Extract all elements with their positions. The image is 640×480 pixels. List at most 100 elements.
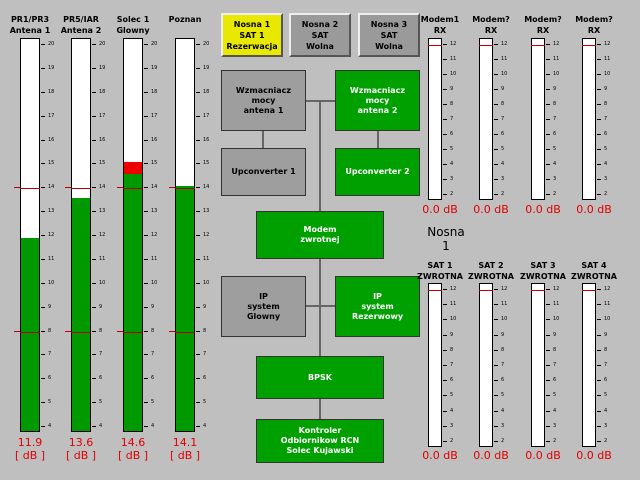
scale-tick: [597, 425, 601, 427]
scale-tick: [92, 402, 96, 404]
scale-label: 8: [604, 101, 608, 107]
scale-label: 6: [604, 377, 608, 384]
meter-title-line: RX: [536, 26, 550, 35]
scale-tick: [144, 402, 148, 404]
scale-label: 10: [450, 316, 457, 323]
threshold-line: [428, 45, 442, 46]
block-upconverter-2[interactable]: Upconverter 2: [335, 148, 420, 196]
scale-tick: [546, 179, 550, 180]
scale-tick: [443, 304, 447, 306]
scale-tick: [494, 319, 498, 321]
scale-tick: [92, 330, 96, 332]
meter-title-line: RX: [484, 26, 498, 35]
scale-tick: [494, 395, 498, 397]
threshold-line: [428, 290, 442, 291]
scale-label: 4: [604, 407, 608, 414]
scale-label: 12: [99, 232, 106, 238]
sat-zwrotna-value-2: 0.0 dB: [473, 449, 509, 462]
threshold-line: [479, 45, 493, 46]
scale-tick: [546, 349, 550, 351]
scale-label: 10: [151, 279, 158, 286]
scale-label: 13: [48, 208, 55, 215]
scale-label: 8: [450, 346, 454, 353]
scale-tick: [546, 89, 550, 90]
scale-label: 17: [151, 112, 158, 119]
scale-label: 8: [501, 101, 505, 107]
scale-tick: [494, 149, 498, 150]
modem-rx-meter-4: [582, 38, 596, 200]
scale-label: 4: [151, 423, 155, 429]
scale-tick: [443, 119, 447, 120]
threshold-marker: [14, 330, 20, 332]
meter-title-line: Modem?: [472, 15, 510, 24]
scale-tick: [443, 410, 447, 412]
scale-tick: [546, 44, 550, 45]
block-upconverter-1[interactable]: Upconverter 1: [221, 148, 306, 196]
scale-tick: [597, 410, 601, 412]
scale-tick: [597, 59, 601, 60]
scale-tick: [41, 211, 45, 213]
scale-label: 13: [203, 208, 210, 215]
scale-tick: [597, 349, 601, 351]
scale-label: 7: [151, 351, 155, 358]
scale-label: 7: [553, 362, 557, 368]
scale-label: 9: [501, 331, 505, 338]
scale-tick: [92, 163, 96, 165]
scale-label: 15: [48, 160, 55, 167]
up2-line: Upconverter 2: [345, 167, 410, 176]
nosna-2-button[interactable]: Nosna 2 SAT Wolna: [289, 13, 351, 57]
threshold-line: [71, 188, 91, 190]
scale-tick: [443, 425, 447, 427]
scale-label: 10: [501, 316, 508, 323]
scale-tick: [443, 289, 447, 290]
scale-label: 3: [553, 422, 557, 429]
nosna-1-label-2: SAT 1: [239, 31, 265, 40]
scale-label: 9: [553, 86, 557, 92]
scale-tick: [41, 235, 45, 236]
threshold-marker: [65, 330, 71, 332]
scale-tick: [144, 330, 148, 332]
nosna-1-button[interactable]: Nosna 1 SAT 1 Rezerwacja: [221, 13, 283, 57]
scale-label: 9: [151, 303, 155, 310]
scale-label: 3: [450, 422, 454, 429]
scale-label: 11: [99, 255, 106, 262]
meter-title-line: Antena 1: [9, 26, 51, 35]
scale-label: 14: [99, 184, 106, 191]
scale-tick: [494, 441, 498, 442]
scale-label: 6: [99, 375, 103, 382]
scale-label: 12: [604, 286, 611, 292]
meter-title-line: ZWROTNA: [417, 272, 463, 281]
scale-label: 11: [553, 301, 560, 308]
scale-label: 2: [553, 438, 557, 444]
nosna-3-button[interactable]: Nosna 3 SAT Wolna: [358, 13, 420, 57]
scale-label: 20: [203, 41, 210, 47]
scale-tick: [92, 354, 96, 356]
scale-label: 5: [553, 392, 557, 399]
scale-label: 3: [501, 422, 505, 429]
scale-tick: [443, 104, 447, 105]
scale-label: 7: [450, 116, 454, 122]
scale-label: 6: [48, 375, 52, 382]
meter-title-line: SAT 1: [427, 261, 453, 270]
scale-tick: [494, 134, 498, 135]
scale-label: 20: [48, 41, 55, 47]
scale-label: 18: [48, 88, 55, 95]
scale-label: 15: [151, 160, 158, 167]
block-bpsk[interactable]: BPSK: [256, 356, 384, 399]
scale-tick: [92, 187, 96, 189]
scale-tick: [144, 354, 148, 356]
scale-label: 14: [48, 184, 55, 191]
scale-label: 11: [604, 301, 611, 308]
scale-label: 4: [501, 161, 505, 167]
scale-tick: [494, 164, 498, 165]
sat-zwrotna-meter-4: [582, 283, 596, 447]
nosna-3-label-3: Wolna: [375, 42, 403, 51]
